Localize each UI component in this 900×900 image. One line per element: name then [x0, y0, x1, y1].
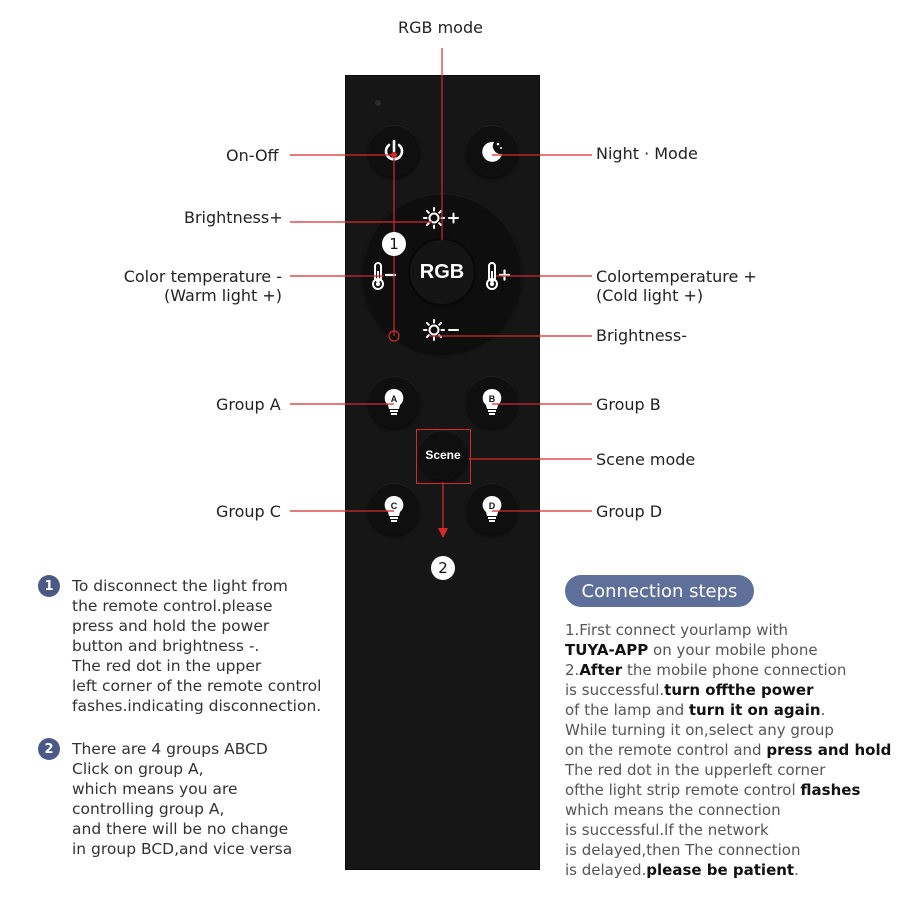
- group-c-button[interactable]: C: [368, 483, 420, 535]
- label-rgb-mode: RGB mode: [398, 18, 483, 37]
- connection-step-line: While turning it on,select any group: [565, 720, 891, 740]
- connection-step-text: the mobile phone connection: [622, 661, 847, 679]
- group-b-button[interactable]: B: [466, 376, 518, 428]
- connection-step-line: TUYA-APP on your mobile phone: [565, 640, 891, 660]
- group-c-letter: C: [391, 501, 398, 511]
- connection-step-line: on the remote control and press and hold: [565, 740, 891, 760]
- label-color-temp-plus-line1: Colortemperature +: [596, 267, 757, 286]
- connection-step-text: 1.First connect yourlamp with: [565, 621, 789, 639]
- label-on-off: On-Off: [226, 146, 279, 165]
- note-1-badge: 1: [38, 575, 60, 597]
- note-2-line: in group BCD,and vice versa: [72, 840, 293, 858]
- connection-step-emphasis: After: [579, 661, 623, 679]
- label-color-temp-minus-line2: (Warm light +): [163, 286, 282, 305]
- scene-button-label: Scene: [425, 448, 461, 462]
- label-night-mode: Night · Mode: [596, 144, 698, 163]
- group-d-letter: D: [489, 501, 496, 511]
- connection-step-line: 2.After the mobile phone connection: [565, 660, 891, 680]
- note-2-line: Click on group A,: [72, 760, 204, 778]
- connection-step-line: is successful.turn offthe power: [565, 680, 891, 700]
- rgb-button[interactable]: RGB: [410, 240, 474, 304]
- thermometer-minus-icon: [372, 262, 397, 290]
- note-1-line: fashes.indicating disconnection.: [72, 697, 322, 715]
- color-temp-plus-button[interactable]: [484, 261, 512, 291]
- thermometer-plus-icon: [486, 262, 511, 290]
- night-mode-button[interactable]: [466, 125, 518, 177]
- ir-indicator-dot: [375, 100, 381, 106]
- connection-step-text: which means the connection: [565, 801, 781, 819]
- connection-step-line: which means the connection: [565, 800, 891, 820]
- marker-2: 2: [431, 556, 455, 580]
- note-2-line: which means you are: [72, 780, 238, 798]
- connection-step-text: .: [794, 861, 799, 879]
- connection-step-text: The red dot in the upperleft corner: [565, 761, 826, 779]
- label-brightness-plus: Brightness+: [184, 208, 283, 227]
- connection-step-emphasis: flashes: [800, 781, 861, 799]
- marker-1: 1: [382, 232, 406, 256]
- connection-step-text: on the remote control and: [565, 741, 767, 759]
- connection-step-text: is successful.lf the network: [565, 821, 769, 839]
- connection-step-emphasis: press and hold: [766, 741, 892, 759]
- note-2-line: There are 4 groups ABCD: [72, 740, 268, 758]
- label-color-temp-plus: Colortemperature + (Cold light +): [596, 267, 757, 305]
- note-2: There are 4 groups ABCD Click on group A…: [72, 739, 292, 859]
- connection-step-text: is successful.: [565, 681, 665, 699]
- connection-step-text: is delayed,then The connection: [565, 841, 801, 859]
- connection-step-line: of the lamp and turn it on again.: [565, 700, 891, 720]
- connection-step-text: While turning it on,select any group: [565, 721, 834, 739]
- note-1-number: 1: [44, 578, 54, 594]
- note-1-line: To disconnect the light from: [72, 577, 288, 595]
- note-2-number: 2: [44, 741, 54, 757]
- note-1-line: left corner of the remote control: [72, 677, 322, 695]
- note-1-line: The red dot in the upper: [72, 657, 262, 675]
- connection-step-text: of the lamp and: [565, 701, 689, 719]
- brightness-plus-button[interactable]: [423, 206, 461, 230]
- moon-icon: [482, 141, 502, 162]
- connection-step-text: ofthe light strip remote control: [565, 781, 801, 799]
- label-color-temp-plus-line2: (Cold light +): [596, 286, 704, 305]
- color-temp-minus-button[interactable]: [370, 261, 398, 291]
- label-brightness-minus: Brightness-: [596, 326, 687, 345]
- connection-step-line: is delayed.please be patient.: [565, 860, 891, 880]
- note-1-line: button and brightness -.: [72, 637, 260, 655]
- connection-step-line: is delayed,then The connection: [565, 840, 891, 860]
- note-2-line: controlling group A,: [72, 800, 225, 818]
- connection-step-line: is successful.lf the network: [565, 820, 891, 840]
- label-group-a: Group A: [216, 395, 281, 414]
- brightness-plus-icon: [423, 207, 459, 229]
- scene-button[interactable]: Scene: [418, 430, 468, 480]
- marker-2-text: 2: [438, 559, 448, 577]
- connection-step-emphasis: turn it on again: [688, 701, 821, 719]
- connection-step-emphasis: please be patient: [646, 861, 795, 879]
- group-b-letter: B: [489, 394, 496, 404]
- connection-step-line: 1.First connect yourlamp with: [565, 620, 891, 640]
- connection-step-line: The red dot in the upperleft corner: [565, 760, 891, 780]
- group-a-letter: A: [391, 394, 398, 404]
- note-1-line: the remote control.please: [72, 597, 273, 615]
- connection-step-emphasis: turn offthe power: [664, 681, 814, 699]
- note-2-badge: 2: [38, 738, 60, 760]
- note-1-line: press and hold the power: [72, 617, 270, 635]
- rgb-button-label: RGB: [419, 260, 465, 283]
- label-group-d: Group D: [596, 502, 663, 521]
- label-color-temp-minus-line1: Color temperature -: [123, 267, 282, 286]
- connection-step-text: .: [820, 701, 826, 719]
- connection-step-text: on your mobile phone: [648, 641, 818, 659]
- label-group-b: Group B: [596, 395, 661, 414]
- label-scene-mode: Scene mode: [596, 450, 696, 469]
- connection-step-text: is delayed.: [565, 861, 647, 879]
- connection-step-emphasis: TUYA-APP: [565, 641, 649, 659]
- label-color-temp-minus: Color temperature - (Warm light +): [100, 267, 282, 305]
- connection-step-line: ofthe light strip remote control flashes: [565, 780, 891, 800]
- note-2-line: and there will be no change: [72, 820, 289, 838]
- note-1: To disconnect the light from the remote …: [72, 576, 321, 716]
- connection-steps-heading: Connection steps: [565, 575, 754, 607]
- connection-step-text: 2.: [565, 661, 580, 679]
- label-group-c: Group C: [216, 502, 281, 521]
- marker-1-text: 1: [389, 235, 399, 253]
